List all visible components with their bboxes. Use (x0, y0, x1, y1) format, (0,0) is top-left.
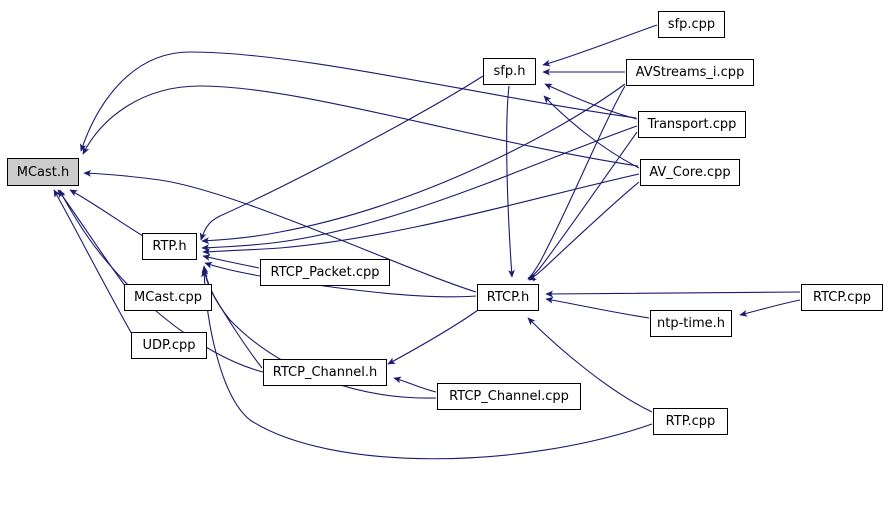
graph-node-mcast_cpp[interactable]: MCast.cpp (124, 284, 212, 311)
graph-node-rtcp_channel_h[interactable]: RTCP_Channel.h (263, 359, 387, 386)
graph-node-label: RTP.cpp (665, 414, 716, 429)
graph-node-label: sfp.cpp (667, 17, 716, 32)
graph-node-transport_cpp[interactable]: Transport.cpp (638, 111, 746, 138)
graph-edge-transport_cpp-to-rtcp_h (527, 131, 638, 280)
graph-node-label: MCast.cpp (134, 290, 202, 305)
graph-node-rtcp_cpp[interactable]: RTCP.cpp (801, 284, 883, 311)
graph-edge-sfp_h-to-rtcp_h (506, 85, 515, 278)
graph-node-rtp_cpp[interactable]: RTP.cpp (653, 408, 728, 435)
graph-edge-rtcp_h-to-rtcp_channel_h (387, 309, 479, 365)
graph-edge-rtcp_channel_cpp-to-rtcp_channel_h (393, 376, 437, 393)
graph-node-label: RTCP_Packet.cpp (270, 265, 380, 280)
graph-edge-rtcp_packet_cpp-to-rtp_h (202, 254, 260, 269)
graph-node-label: RTCP_Channel.cpp (449, 389, 569, 404)
graph-edge-avstreams_i_cpp-to-rtcp_h (527, 85, 626, 282)
graph-node-label: UDP.cpp (142, 338, 196, 353)
graph-node-avstreams_i_cpp[interactable]: AVStreams_i.cpp (626, 59, 754, 86)
graph-node-sfp_cpp[interactable]: sfp.cpp (658, 11, 725, 38)
graph-edge-rtcp_cpp-to-rtcp_h (545, 290, 801, 298)
graph-node-sfp_h[interactable]: sfp.h (483, 58, 536, 85)
graph-edge-av_core_cpp-to-rtcp_h (528, 181, 640, 281)
graph-edge-rtcp_channel_h-to-rtp_h (201, 265, 263, 369)
graph-edge-av_core_cpp-to-sfp_h (543, 95, 640, 169)
graph-node-rtcp_h[interactable]: RTCP.h (477, 284, 539, 311)
graph-edge-ntp_time_h-to-rtcp_h (545, 296, 650, 319)
graph-node-label: AVStreams_i.cpp (635, 65, 745, 80)
graph-node-av_core_cpp[interactable]: AV_Core.cpp (640, 159, 740, 186)
graph-node-mcast_h[interactable]: MCast.h (7, 158, 79, 186)
graph-node-label: RTP.h (152, 239, 187, 254)
graph-edge-transport_cpp-to-mcast_h (79, 51, 637, 152)
graph-node-udp_cpp[interactable]: UDP.cpp (131, 332, 207, 359)
graph-node-rtp_h[interactable]: RTP.h (142, 233, 197, 260)
graph-node-label: sfp.h (493, 64, 526, 79)
graph-node-ntp_time_h[interactable]: ntp-time.h (650, 310, 732, 337)
graph-node-label: Transport.cpp (647, 117, 737, 132)
graph-node-label: AV_Core.cpp (649, 165, 731, 180)
graph-edge-mcast_cpp-to-mcast_h (57, 189, 127, 288)
graph-node-rtcp_packet_cpp[interactable]: RTCP_Packet.cpp (260, 259, 390, 286)
graph-edge-udp_cpp-to-mcast_h (53, 189, 134, 337)
graph-edge-avstreams_i_cpp-to-rtp_h (201, 83, 626, 245)
graph-node-label: RTCP_Channel.h (272, 365, 378, 380)
graph-edge-transport_cpp-to-rtp_h (201, 125, 638, 252)
graph-node-label: RTCP.h (486, 290, 530, 305)
graph-edge-av_core_cpp-to-mcast_h (82, 85, 639, 167)
graph-node-label: MCast.h (16, 164, 70, 180)
graph-edge-sfp_h-to-rtp_h (199, 75, 484, 241)
graph-edge-av_core_cpp-to-rtp_h (202, 173, 640, 256)
graph-node-label: ntp-time.h (656, 316, 726, 331)
graph-node-rtcp_channel_cpp[interactable]: RTCP_Channel.cpp (437, 383, 581, 410)
graph-edge-rtcp_cpp-to-ntp_time_h (739, 299, 801, 317)
graph-edge-rtp_h-to-mcast_h (69, 189, 144, 237)
graph-edge-transport_cpp-to-sfp_h (544, 83, 638, 120)
graph-node-label: RTCP.cpp (813, 290, 871, 305)
